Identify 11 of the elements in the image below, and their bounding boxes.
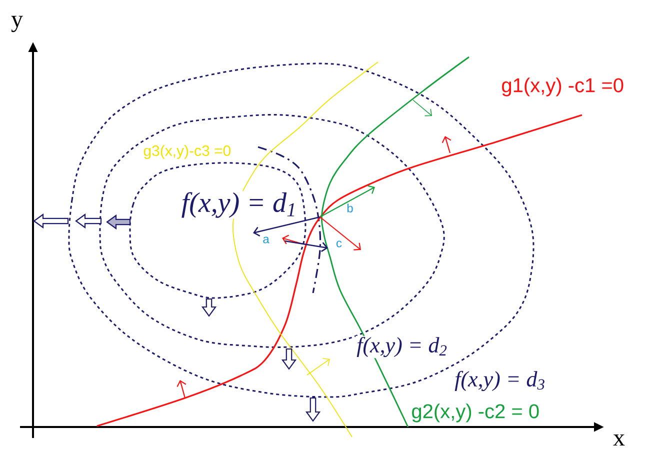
equation-label: f(x,y) = d$_{2}$: [356, 336, 448, 358]
equation-label: f(x,y) = d$_{1}$: [180, 191, 298, 219]
curve-label: g1(x,y) -c1 =0: [502, 78, 624, 96]
vector-label: c: [336, 240, 342, 248]
axis-label: y: [11, 16, 23, 32]
equation-label: f(x,y) = d$_{3}$: [454, 370, 546, 392]
curve-label: g2(x,y) -c2 = 0: [410, 402, 541, 424]
vector-label: b: [347, 204, 353, 212]
curve-label: g3(x,y)-c3 =0: [142, 144, 232, 160]
vector-label: a: [263, 236, 270, 244]
axis-label: x: [613, 434, 625, 446]
